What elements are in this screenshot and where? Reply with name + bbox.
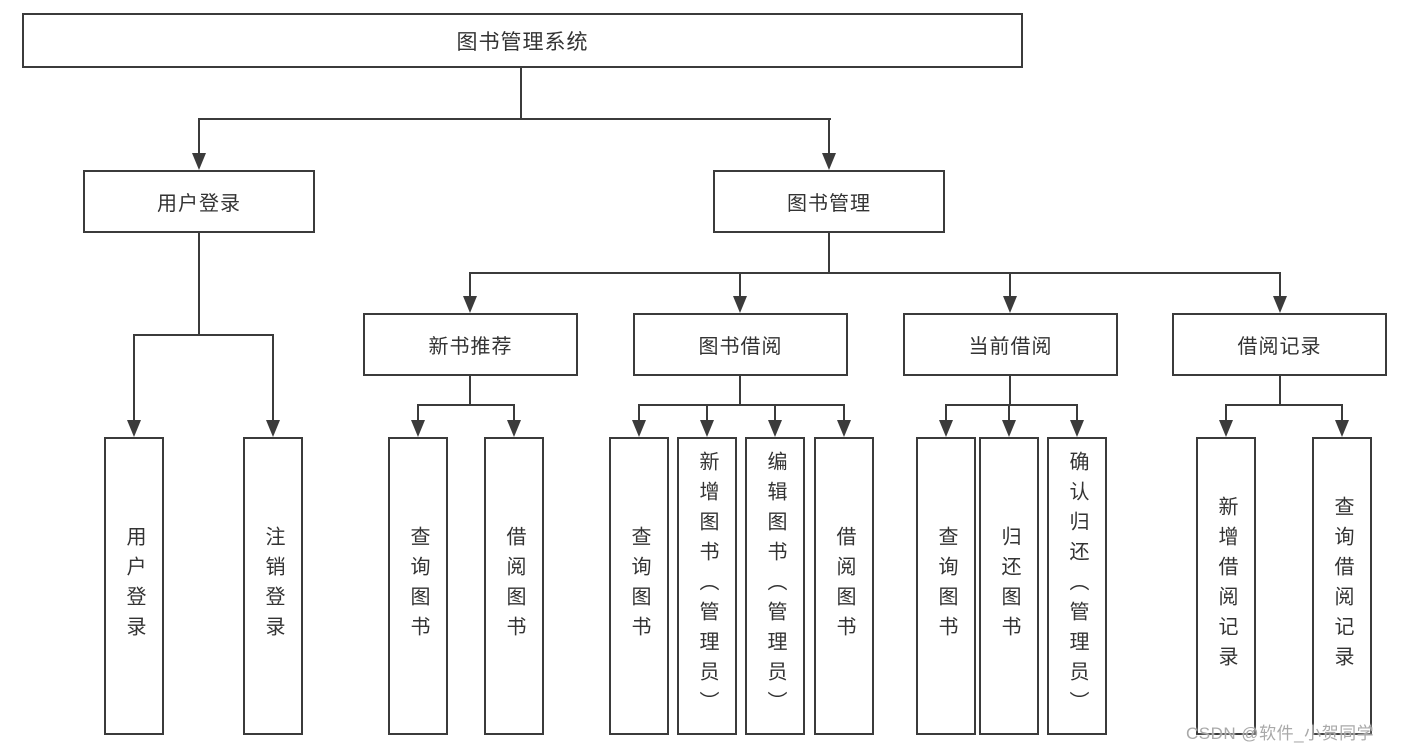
edge-stem-bb-edit xyxy=(774,404,776,423)
edge-stem-cb-return xyxy=(1008,404,1010,423)
edge-stem-recommend-borrow xyxy=(513,404,515,423)
leaf-user-login: 用户登录 xyxy=(104,437,164,735)
leaf-recommend-query-books: 查询图书 xyxy=(388,437,448,735)
arrowhead-borrowing-records xyxy=(1273,296,1287,313)
arrowhead-user-login xyxy=(192,153,206,170)
edge-book-management-branch-line xyxy=(469,272,1281,274)
leaf-borrow-query-books: 查询图书 xyxy=(609,437,669,735)
arrowhead-recommend-borrow xyxy=(507,420,521,437)
edge-stem-br-query xyxy=(1341,404,1343,423)
arrowhead-new-book-recommend xyxy=(463,296,477,313)
edge-root-branch-line xyxy=(198,118,831,120)
arrowhead-bb-edit xyxy=(768,420,782,437)
node-current-borrowing: 当前借阅 xyxy=(903,313,1118,376)
edge-borrowing-records-drop-line xyxy=(1279,376,1281,406)
edge-user-login-branch-line xyxy=(133,334,274,336)
node-library-system: 图书管理系统 xyxy=(22,13,1023,68)
edge-stem-leaf-user-login xyxy=(133,334,135,422)
leaf-confirm-return-admin: 确认归还（管理员） xyxy=(1047,437,1107,735)
arrowhead-current-borrowing xyxy=(1003,296,1017,313)
node-user-login: 用户登录 xyxy=(83,170,315,233)
leaf-add-books-admin: 新增图书（管理员） xyxy=(677,437,737,735)
edge-stem-book-borrowing xyxy=(739,272,741,298)
edge-stem-bb-query xyxy=(638,404,640,423)
edge-root-drop-line xyxy=(520,67,522,120)
edge-stem-cb-query xyxy=(945,404,947,423)
arrowhead-leaf-logout xyxy=(266,420,280,437)
leaf-query-borrow-record: 查询借阅记录 xyxy=(1312,437,1372,735)
arrowhead-bb-add xyxy=(700,420,714,437)
edge-stem-new-book-recommend xyxy=(469,272,471,298)
arrowhead-cb-confirm xyxy=(1070,420,1084,437)
edge-current-borrowing-branch-line xyxy=(945,404,1078,406)
arrowhead-bb-borrow xyxy=(837,420,851,437)
leaf-logout: 注销登录 xyxy=(243,437,303,735)
edge-new-book-recommend-drop-line xyxy=(469,376,471,406)
leaf-add-borrow-record: 新增借阅记录 xyxy=(1196,437,1256,735)
arrowhead-recommend-query xyxy=(411,420,425,437)
edge-stem-br-add xyxy=(1225,404,1227,423)
arrowhead-book-management xyxy=(822,153,836,170)
arrowhead-leaf-user-login xyxy=(127,420,141,437)
edge-new-book-recommend-branch-line xyxy=(417,404,515,406)
edge-user-login-drop-line xyxy=(198,233,200,336)
edge-book-borrowing-drop-line xyxy=(739,376,741,406)
edge-book-borrowing-branch-line xyxy=(638,404,845,406)
edge-stem-bb-add xyxy=(706,404,708,423)
arrowhead-br-add xyxy=(1219,420,1233,437)
leaf-borrow-books: 借阅图书 xyxy=(814,437,874,735)
edge-stem-user-login xyxy=(198,118,200,155)
arrowhead-cb-query xyxy=(939,420,953,437)
arrowhead-cb-return xyxy=(1002,420,1016,437)
arrowhead-bb-query xyxy=(632,420,646,437)
edge-borrowing-records-branch-line xyxy=(1225,404,1343,406)
node-new-book-recommend: 新书推荐 xyxy=(363,313,578,376)
watermark-text: CSDN @软件_小贺同学 xyxy=(1186,724,1375,743)
node-book-borrowing: 图书借阅 xyxy=(633,313,848,376)
leaf-return-books: 归还图书 xyxy=(979,437,1039,735)
edge-stem-bb-borrow xyxy=(843,404,845,423)
leaf-edit-books-admin: 编辑图书（管理员） xyxy=(745,437,805,735)
edge-current-borrowing-drop-line xyxy=(1009,376,1011,406)
edge-stem-borrowing-records xyxy=(1279,272,1281,298)
edge-stem-cb-confirm xyxy=(1076,404,1078,423)
edge-stem-book-management xyxy=(828,118,830,155)
leaf-current-query-books: 查询图书 xyxy=(916,437,976,735)
edge-stem-recommend-query xyxy=(417,404,419,423)
node-borrowing-records: 借阅记录 xyxy=(1172,313,1387,376)
leaf-recommend-borrow-books: 借阅图书 xyxy=(484,437,544,735)
edge-stem-current-borrowing xyxy=(1009,272,1011,298)
edge-book-management-drop-line xyxy=(828,233,830,274)
arrowhead-br-query xyxy=(1335,420,1349,437)
node-book-management: 图书管理 xyxy=(713,170,945,233)
edge-stem-leaf-logout xyxy=(272,334,274,422)
arrowhead-book-borrowing xyxy=(733,296,747,313)
